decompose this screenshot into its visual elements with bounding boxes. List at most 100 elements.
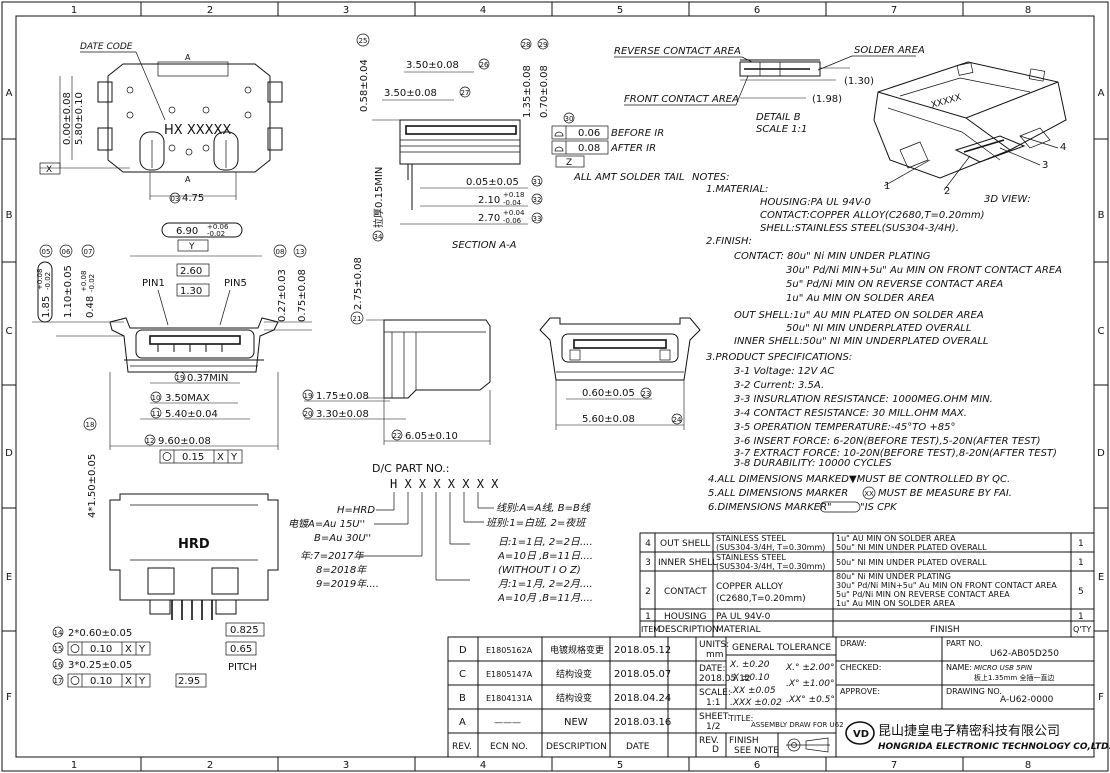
finish-label: FINISH: [729, 736, 759, 746]
gt-1: X.° ±2.00°: [785, 663, 834, 673]
row-label-c-r: C: [1098, 326, 1105, 337]
section-dim-005: 0.05±0.05: [466, 177, 519, 188]
row-label-e-r: E: [1098, 572, 1104, 583]
balloon-06: 06: [62, 248, 71, 256]
side-dim-330: 3.30±0.08: [316, 409, 369, 420]
bom-fin4-2: 1u" Au MIN ON SOLDER AREA: [836, 599, 955, 608]
reverse-contact-label: REVERSE CONTACT AREA: [614, 46, 741, 57]
callout-1: 1: [884, 181, 890, 192]
title-label: TITLE:: [728, 714, 753, 723]
balloon-19-side: 19: [304, 392, 313, 400]
bottom-tol2-value: 0.10: [90, 676, 112, 687]
note-line-13: 3-1 Voltage: 12V AC: [734, 366, 834, 377]
row-label-b-r: B: [1098, 210, 1105, 221]
pin1-label: PIN1: [142, 278, 165, 289]
col-label-5b: 5: [617, 760, 623, 771]
title-value: ASSEMBLY DRAW FOR U62: [751, 721, 844, 729]
front-dim-037: 0.37MIN: [187, 373, 228, 384]
front-top-tol-minus: -0.02: [207, 230, 225, 238]
front-dim-048: 0.48: [85, 296, 96, 318]
note-line-4: 2.FINISH:: [706, 236, 752, 247]
fai-marker-glyph: XX: [864, 490, 874, 498]
front-tol-x: X: [217, 452, 224, 463]
balloon-21-side: 21: [353, 315, 362, 323]
rev-a-rev: A: [459, 717, 466, 728]
balloon-11: 11: [152, 410, 161, 418]
datum-x-label: X: [46, 165, 52, 175]
col-label-6: 6: [754, 5, 760, 16]
note-line-14: 3-2 Current: 3.5A.: [734, 380, 824, 391]
datum-z: Z: [566, 158, 572, 168]
dc-right-1: 班别:1=白班, 2=夜班: [486, 517, 587, 529]
bom-desc-2: CONTACT: [664, 587, 707, 597]
note-line-11: INNER SHELL:50u" NI MIN UNDERPLATED OVER…: [734, 336, 989, 347]
company-en: HONGRIDA ELECTRONIC TECHNOLOGY CO,LTD.: [878, 742, 1110, 752]
sheet-label: SHEET:: [699, 712, 730, 722]
rev-c-date: 2018.05.07: [614, 669, 671, 680]
balloon-34: 34: [374, 233, 383, 241]
note-line-8: 1u" Au MIN ON SOLDER AREA: [786, 293, 935, 304]
gt-3: .X° ±1.00°: [786, 679, 834, 689]
rev-d-rev: D: [459, 645, 467, 656]
rev-b-date: 2018.04.24: [614, 693, 671, 704]
bom-mat1-4: STAINLESS STEEL: [716, 534, 786, 543]
bom-qty-1: 1: [1078, 612, 1084, 622]
rev-b-desc: 结构设变: [556, 692, 592, 704]
note-line-19: 3-7 EXTRACT FORCE: 10-20N(BEFORE TEST),8…: [734, 448, 1057, 459]
col-label-8b: 8: [1025, 760, 1031, 771]
top-dim-2: 4.75: [182, 193, 204, 204]
rev-b-ecn: E1804131A: [486, 694, 533, 703]
end-view: 0.60±0.05 23 5.60±0.08 24: [539, 317, 701, 430]
balloon-19: 19: [176, 374, 185, 382]
dc-left-1: 电镀A=Au 15U'': [288, 518, 365, 530]
dc-part-no: D/C PART NO.: H X X X X X X X H=HRD 电镀A=…: [288, 462, 593, 604]
gt-5: .XXX ±0.02: [730, 698, 782, 708]
section-a-bottom: A: [185, 175, 191, 184]
gt-0: X. ±0.20: [729, 660, 770, 670]
bom-mat1-3: STAINLESS STEEL: [716, 553, 786, 562]
bom-item-3: 3: [645, 558, 651, 568]
front-dim-350: 3.50MAX: [165, 393, 210, 404]
front-contact-label: FRONT CONTACT AREA: [624, 94, 739, 105]
draw-label: DRAW:: [840, 639, 867, 648]
dc-right-6: A=10月 ,B=11月....: [497, 593, 593, 604]
col-label-5: 5: [617, 5, 623, 16]
col-label-6b: 6: [754, 760, 760, 771]
front-tol-value: 0.15: [182, 452, 204, 463]
section-dim-350b: 3.50±0.08: [384, 88, 437, 99]
col-label-4: 4: [480, 5, 486, 16]
front-top-dim: 6.90: [176, 226, 198, 237]
front-dim-185-minus: -0.02: [44, 272, 52, 290]
row-label-d-r: D: [1097, 448, 1105, 459]
bom-item-2: 2: [645, 587, 651, 597]
bottom-dim-295: 2.95: [178, 676, 200, 687]
projection-symbol: [786, 737, 830, 753]
drawing-value: A-U62-0000: [1000, 695, 1054, 705]
row-label-d: D: [5, 448, 13, 459]
row-label-f-r: F: [1098, 692, 1104, 703]
part-value: U62-AB05D250: [990, 649, 1059, 659]
checked-label: CHECKED:: [840, 663, 881, 672]
balloon-15: 15: [54, 645, 63, 653]
bom-desc-1: HOUSING: [664, 612, 707, 622]
row-label-e: E: [6, 572, 12, 583]
rev-c-desc: 结构设变: [556, 668, 592, 680]
name-value-2: 板上1.35mm 全插一直边: [974, 673, 1054, 682]
front-dim-075: 0.75±0.08: [297, 269, 308, 322]
bom-item-1: 1: [645, 612, 651, 622]
bom-mat2-4: (SUS304-3/4H, T=0.30mm): [716, 543, 825, 552]
units-label: UNITS:: [699, 640, 729, 650]
front-dim-540: 5.40±0.04: [165, 409, 218, 420]
callout-3: 3: [1042, 160, 1048, 171]
bom-fin1-4: 1u" AU MIN ON SOLDER AREA: [836, 534, 956, 543]
dc-right-2: 日:1=1日, 2=2日....: [498, 537, 593, 548]
rev-c-ecn: E1805147A: [486, 670, 533, 679]
front-dim-960: 9.60±0.08: [158, 436, 211, 447]
bom-desc-3: INNER SHELL: [658, 558, 717, 568]
gt-6: .XX° ±0.5°: [786, 695, 835, 705]
view-3d: XXXXX 1 2 3 4 3D VIEW:: [873, 61, 1067, 205]
rev-value: D: [712, 745, 719, 755]
dim-2-60: 2.60: [180, 266, 202, 277]
bom-fin2-4: 50u" NI MIN UNDER PLATED OVERALL: [836, 543, 987, 552]
balloon-10: 10: [152, 394, 161, 402]
